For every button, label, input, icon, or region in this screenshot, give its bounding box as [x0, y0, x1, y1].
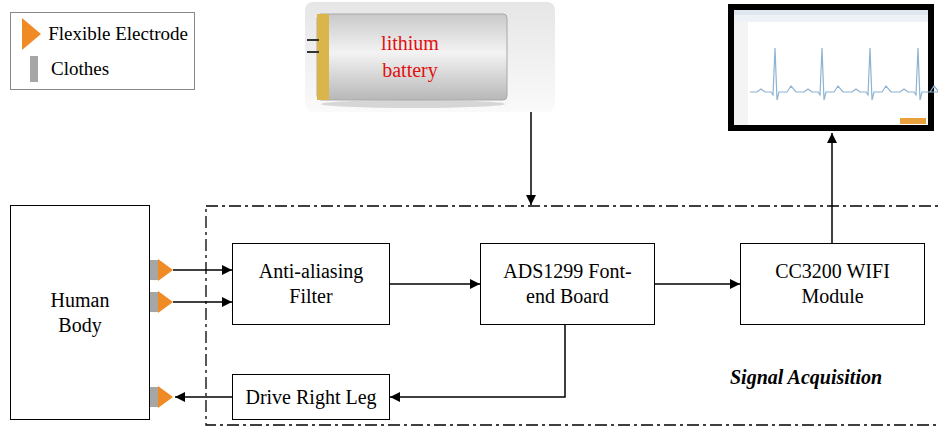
clothes-bar: [150, 260, 158, 280]
window-toolbar: [734, 15, 928, 22]
battery-illustration: [305, 2, 555, 112]
wifi-box: CC3200 WIFI Module: [740, 243, 925, 325]
electrode-triangle: [158, 259, 173, 281]
signal-arrow: [390, 283, 480, 285]
legend-sample: [17, 17, 44, 51]
battery-wire: [307, 51, 319, 53]
battery-cell: [317, 14, 507, 100]
electrode-swatch: [22, 18, 41, 50]
display-arrow: [831, 133, 833, 243]
photo-label: lithium battery: [370, 30, 450, 84]
monitor-display: [734, 10, 928, 125]
body-box: Human Body: [10, 205, 150, 420]
legend-row: Clothes: [17, 51, 188, 86]
battery-tape: [317, 14, 329, 100]
acquisition-region: Anti-aliasing Filter ADS1299 Font-end Boa…: [205, 205, 938, 427]
signal-arrow: [173, 269, 232, 271]
legend-sample: [17, 52, 47, 86]
box-label: Human Body: [40, 288, 120, 338]
electrodes: [150, 259, 173, 408]
clothes-bar: [150, 292, 158, 312]
legend-swatch: [30, 56, 38, 82]
electrode-triangle: [158, 386, 173, 408]
legend-row: Flexible Electrode: [17, 16, 188, 51]
clothes-bar: [150, 387, 158, 407]
signal-arrow: [173, 301, 232, 303]
ecg-trace: [750, 48, 938, 100]
battery-wire: [307, 39, 319, 41]
legend-text: Clothes: [51, 58, 109, 80]
signal-arrow: [655, 283, 740, 285]
electrode-triangle: [158, 291, 173, 313]
box-label: Anti-aliasing Filter: [246, 259, 376, 309]
monitor-screen: [728, 4, 938, 131]
box-label: ADS1299 Font-end Board: [498, 259, 638, 309]
box-label: CC3200 WIFI Module: [774, 259, 892, 309]
legend-box: Flexible ElectrodeClothes: [10, 12, 195, 90]
window-status-mark: [900, 118, 926, 124]
region-heading: Signal Acquisition: [730, 365, 882, 390]
signal-arrow: [390, 325, 565, 397]
filter-box: Anti-aliasing Filter: [232, 243, 390, 325]
window-title-bar: [734, 10, 928, 15]
window-side-panel: [734, 22, 748, 125]
legend-text: Flexible Electrode: [48, 23, 188, 45]
battery-photo: lithium battery: [305, 2, 555, 112]
box-label: Drive Right Leg: [245, 385, 376, 410]
ecg-line: [750, 48, 938, 100]
drl-box: Drive Right Leg: [232, 374, 390, 420]
signal-arrow: [175, 396, 232, 398]
monitor-frame: [728, 4, 934, 131]
photo-ground: [305, 2, 555, 112]
battery-shadow: [321, 100, 505, 108]
frontend-box: ADS1299 Font-end Board: [480, 243, 655, 325]
signal-arrow: [530, 112, 532, 205]
dash-dot-border: [206, 206, 938, 425]
